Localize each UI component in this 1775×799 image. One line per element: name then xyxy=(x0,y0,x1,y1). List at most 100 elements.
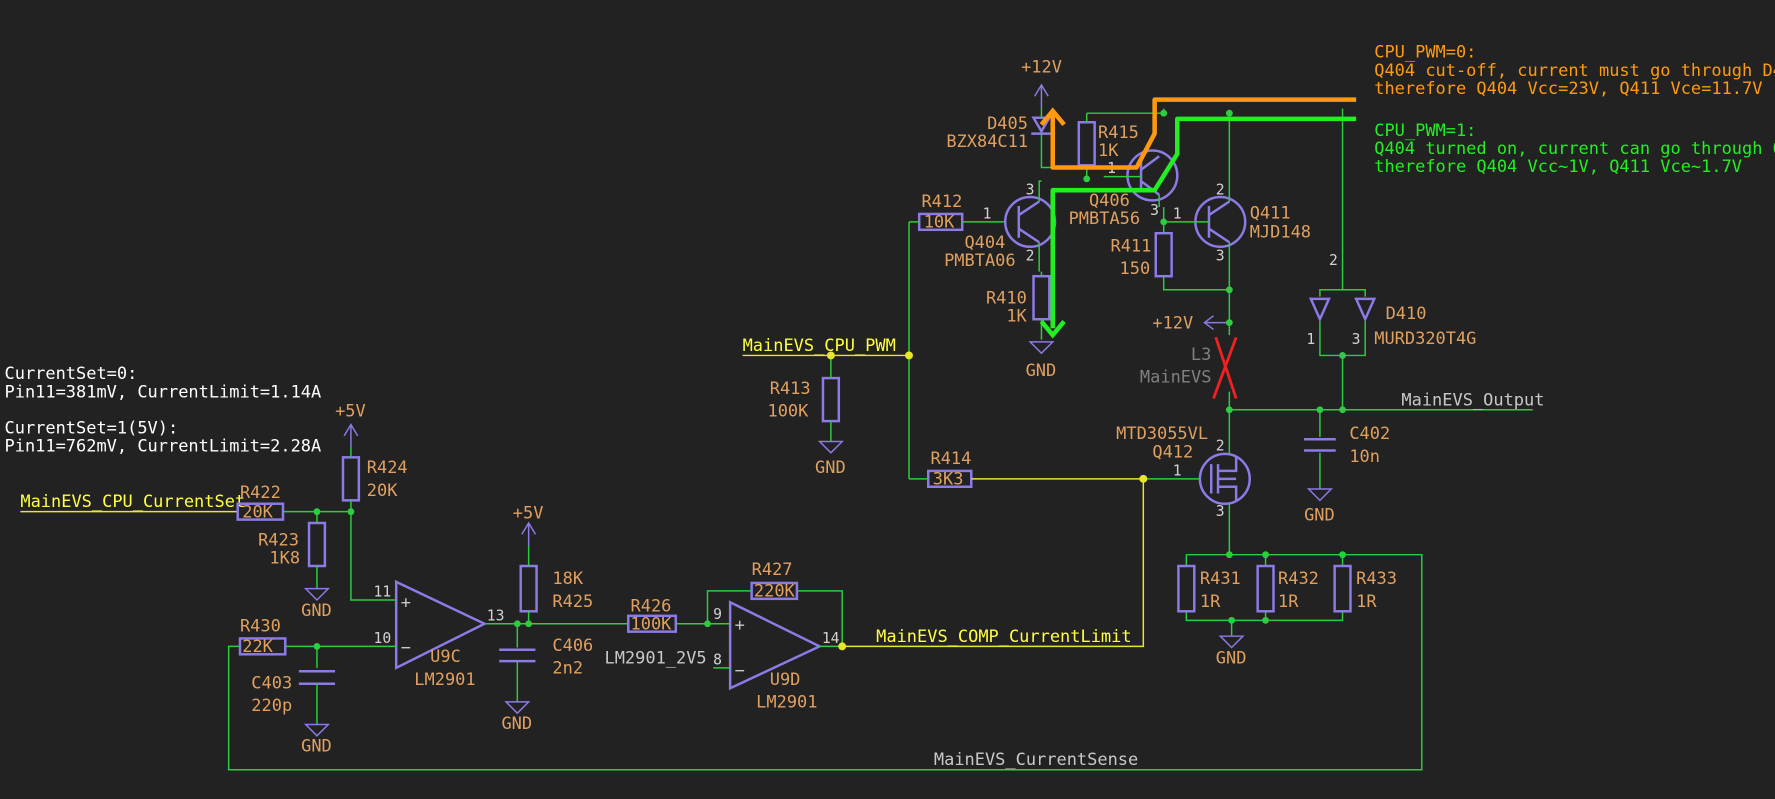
svg-text:Q412: Q412 xyxy=(1152,442,1193,462)
note-pwm0-line2: therefore Q404 Vcc=23V, Q411 Vce=11.7V xyxy=(1374,79,1762,99)
svg-text:LM2901_2V5: LM2901_2V5 xyxy=(604,648,706,668)
svg-text:MainEVS: MainEVS xyxy=(1140,368,1212,388)
svg-text:GND: GND xyxy=(1026,361,1057,381)
note-pwm1-line2: therefore Q404 Vcc~1V, Q411 Vce~1.7V xyxy=(1374,157,1742,177)
svg-text:+: + xyxy=(735,616,745,636)
svg-text:220K: 220K xyxy=(754,582,796,602)
svg-text:2: 2 xyxy=(1329,252,1338,269)
diode-d410: 2 1 3 D410 MURD320T4G xyxy=(1306,108,1476,410)
svg-text:GND: GND xyxy=(501,714,532,734)
svg-text:20K: 20K xyxy=(242,502,273,522)
resistor-r412: R412 10K xyxy=(908,192,1007,479)
note-current-set-1: CurrentSet=1(5V): xyxy=(5,419,179,439)
resistor-r411: R411 150 xyxy=(1110,207,1230,291)
svg-text:R433: R433 xyxy=(1356,569,1397,589)
svg-text:C403: C403 xyxy=(251,673,292,693)
svg-text:220p: 220p xyxy=(251,696,292,716)
transistor-q406: 1 3 Q406 PMBTA56 xyxy=(1069,108,1179,229)
svg-text:+5V: +5V xyxy=(513,503,544,523)
path-pwm1-green xyxy=(1039,116,1357,339)
resistor-r431 xyxy=(1177,564,1196,613)
svg-text:1K: 1K xyxy=(1098,141,1119,161)
gnd-q404: GND xyxy=(1026,341,1057,381)
svg-text:22K: 22K xyxy=(242,637,273,657)
resistor-r426: R426 100K xyxy=(627,590,752,634)
svg-text:C402: C402 xyxy=(1349,424,1390,444)
note-pwm0-title: CPU_PWM=0: xyxy=(1374,43,1476,63)
svg-text:10K: 10K xyxy=(924,213,955,233)
svg-text:20K: 20K xyxy=(367,481,398,501)
svg-text:10: 10 xyxy=(374,630,392,647)
resistor-r422: R422 20K xyxy=(236,483,351,522)
svg-text:2: 2 xyxy=(1216,182,1225,199)
comparator-u9c: + − 11 10 13 U9C LM2901 xyxy=(374,579,518,690)
svg-text:R422: R422 xyxy=(240,483,281,503)
svg-text:100K: 100K xyxy=(767,402,809,422)
svg-text:LM2901: LM2901 xyxy=(414,670,475,690)
resistor-r427: R427 220K xyxy=(750,560,843,647)
svg-text:R410: R410 xyxy=(986,288,1027,308)
svg-text:D405: D405 xyxy=(987,114,1028,134)
svg-text:150: 150 xyxy=(1120,259,1151,279)
svg-text:3: 3 xyxy=(1150,202,1159,219)
comparator-u9d: + − 9 8 14 LM2901_2V5 U9D LM2901 xyxy=(604,600,843,713)
resistor-r425: 18K R425 xyxy=(519,545,593,624)
svg-text:−: − xyxy=(401,638,411,658)
svg-text:11: 11 xyxy=(374,584,392,601)
svg-text:C406: C406 xyxy=(552,636,593,656)
svg-text:1R: 1R xyxy=(1356,592,1377,612)
svg-text:3K3: 3K3 xyxy=(933,469,964,489)
svg-text:3: 3 xyxy=(1352,331,1361,348)
resistor-r413: R413 100K GND xyxy=(767,355,846,478)
net-current-set: MainEVS_CPU_CurrentSet xyxy=(20,492,245,513)
svg-text:1: 1 xyxy=(1306,331,1315,348)
svg-text:D410: D410 xyxy=(1386,304,1427,324)
svg-text:1R: 1R xyxy=(1200,592,1221,612)
svg-text:R427: R427 xyxy=(752,560,793,580)
svg-text:3: 3 xyxy=(1216,247,1225,264)
svg-text:10n: 10n xyxy=(1349,447,1380,467)
resistor-r430: R430 22K xyxy=(238,617,388,668)
svg-text:1: 1 xyxy=(1173,462,1182,479)
power-5v-r424: +5V xyxy=(335,402,366,448)
svg-text:PMBTA06: PMBTA06 xyxy=(944,251,1016,271)
svg-text:1K8: 1K8 xyxy=(269,549,300,569)
mosfet-q412: 1 2 3 MTD3055VL Q412 xyxy=(1116,409,1251,555)
capacitor-c402: C402 10n GND xyxy=(1304,409,1390,526)
svg-text:+: + xyxy=(401,593,411,613)
svg-text:R424: R424 xyxy=(367,458,408,478)
svg-text:MainEVS_CPU_PWM: MainEVS_CPU_PWM xyxy=(743,336,896,356)
svg-text:MainEVS_CPU_CurrentSet: MainEVS_CPU_CurrentSet xyxy=(20,492,245,512)
svg-text:MTD3055VL: MTD3055VL xyxy=(1116,424,1208,444)
svg-text:2: 2 xyxy=(1216,438,1225,455)
zener-diode-d405: D405 BZX84C11 xyxy=(946,107,1087,169)
svg-text:GND: GND xyxy=(815,458,846,478)
resistor-r414: R414 3K3 xyxy=(842,449,1145,648)
svg-text:Q404: Q404 xyxy=(964,233,1005,253)
svg-text:R413: R413 xyxy=(770,379,811,399)
note-pwm1-line1: Q404 turned on, current can go through Q… xyxy=(1374,139,1775,159)
svg-text:R423: R423 xyxy=(258,531,299,551)
svg-text:13: 13 xyxy=(487,607,505,624)
svg-text:PMBTA56: PMBTA56 xyxy=(1069,209,1141,229)
svg-text:3: 3 xyxy=(1216,503,1225,520)
svg-text:R426: R426 xyxy=(631,596,672,616)
svg-text:R411: R411 xyxy=(1110,236,1151,256)
svg-text:1R: 1R xyxy=(1278,592,1299,612)
svg-text:GND: GND xyxy=(301,601,332,621)
svg-text:−: − xyxy=(735,661,745,681)
capacitor-c406: C406 2n2 GND xyxy=(499,622,629,734)
svg-text:U9C: U9C xyxy=(430,647,461,667)
svg-text:GND: GND xyxy=(1216,648,1247,668)
resistor-r432 xyxy=(1256,564,1275,613)
net-comp-current-limit: MainEVS_COMP_CurrentLimit xyxy=(876,627,1131,647)
svg-text:L3: L3 xyxy=(1191,345,1211,365)
note-current-set-0-detail: Pin11=381mV, CurrentLimit=1.14A xyxy=(5,382,322,402)
path-pwm0-orange xyxy=(1039,97,1357,170)
inductor-l3-removed: L3 MainEVS xyxy=(1140,289,1238,410)
svg-text:18K: 18K xyxy=(552,569,583,589)
svg-text:1: 1 xyxy=(1173,205,1182,222)
resistor-r410: R410 1K xyxy=(986,271,1051,340)
svg-text:3: 3 xyxy=(1026,182,1035,199)
